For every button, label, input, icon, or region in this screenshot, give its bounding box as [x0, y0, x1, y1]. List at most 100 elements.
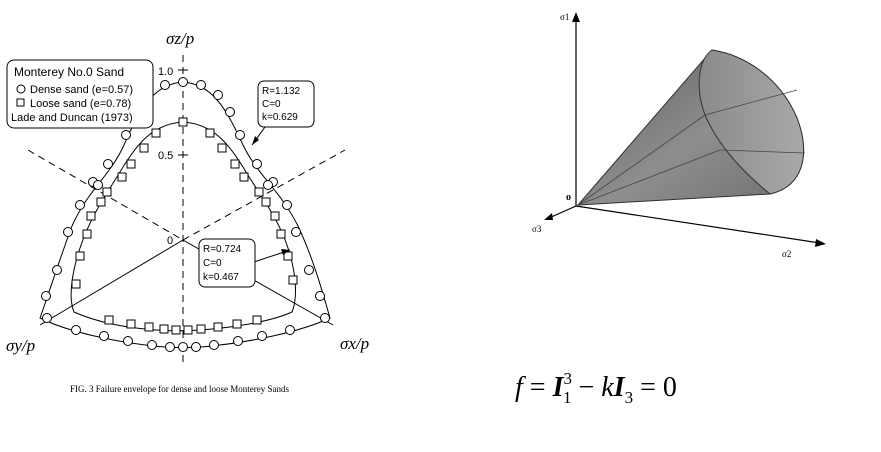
loose-point	[213, 322, 223, 332]
dense-point	[263, 180, 273, 190]
dense-annotation-c: C=0	[262, 99, 281, 110]
loose-point	[171, 325, 181, 335]
cone-cap	[698, 49, 804, 195]
loose-point	[159, 324, 169, 334]
loose-point	[270, 211, 280, 221]
loose-point	[82, 229, 92, 239]
figure-caption: FIG. 3 Failure envelope for dense and lo…	[70, 384, 289, 394]
origin-label: o	[566, 192, 571, 203]
dense-point	[42, 313, 52, 323]
loose-point	[230, 159, 240, 169]
dense-annotation-r: R=1.132	[262, 86, 301, 97]
sigma2-label: σ2	[782, 249, 791, 259]
dense-point	[304, 265, 314, 275]
axis-z-label: σz/p	[166, 29, 194, 48]
dense-point	[178, 77, 188, 87]
loose-point	[104, 315, 114, 325]
tick-label-1-0: 1.0	[158, 66, 173, 78]
loose-point	[96, 197, 106, 207]
cone-cap-line	[704, 89, 798, 116]
dense-point	[75, 200, 85, 210]
sigma1-label: σ1	[560, 12, 569, 22]
loose-point	[102, 187, 112, 197]
loose-point	[144, 322, 154, 332]
loose-point	[283, 251, 293, 261]
cone-generator-line	[577, 114, 706, 206]
dense-point	[52, 265, 62, 275]
loose-point	[71, 279, 81, 289]
dense-point	[209, 340, 219, 350]
loose-point	[276, 229, 286, 239]
loose-point	[252, 315, 262, 325]
loose-annotation-box	[198, 238, 256, 288]
dense-point	[191, 342, 201, 352]
dense-point	[315, 291, 325, 301]
tick-label-0: 0	[167, 235, 173, 247]
loose-annotation-arrowhead	[281, 249, 290, 255]
legend-dense-label: Dense sand (e=0.57)	[30, 84, 133, 96]
loose-point	[86, 211, 96, 221]
dense-point	[99, 331, 109, 341]
loose-point	[117, 172, 127, 182]
loose-point	[139, 143, 149, 153]
dense-point	[63, 227, 73, 237]
legend-loose-marker	[16, 98, 25, 107]
sigma3-axis	[548, 205, 577, 219]
eq-sub3: 3	[625, 388, 634, 407]
loose-annotation-c: C=0	[203, 258, 222, 269]
loose-annotation-k: k=0.467	[203, 272, 239, 283]
sigma3-label: σ3	[532, 224, 542, 234]
sigma3-arrowhead	[544, 213, 553, 220]
dense-point	[252, 159, 262, 169]
dense-point	[165, 342, 175, 352]
dense-point	[235, 130, 245, 140]
eq-k: k	[601, 372, 614, 403]
legend-box	[6, 59, 154, 129]
loose-point	[288, 275, 298, 285]
dense-point	[71, 325, 81, 335]
legend-dense-marker	[16, 84, 26, 94]
cone-cap-line	[719, 149, 806, 154]
axis-x-label: σx/p	[340, 334, 369, 353]
dense-point	[93, 180, 103, 190]
loose-point	[126, 319, 136, 329]
dense-point	[160, 80, 170, 90]
dense-point	[233, 336, 243, 346]
loose-point	[217, 143, 227, 153]
eq-equals: =	[523, 372, 553, 403]
loose-point	[178, 117, 188, 127]
loose-point	[151, 128, 161, 138]
diag-dashed-right	[182, 149, 346, 241]
loose-point	[239, 172, 249, 182]
eq-I3: I	[613, 372, 626, 403]
eq-minus: −	[571, 372, 601, 403]
sigma1-arrowhead	[572, 12, 580, 22]
dense-annotation-box	[257, 80, 315, 128]
dense-point	[320, 313, 330, 323]
eq-I1: I	[552, 372, 565, 403]
failure-envelope-figure: σz/p σy/p σx/p 1.0 0.5 0 Monterey No.0 S…	[6, 29, 369, 394]
loose-annotation-r: R=0.724	[203, 244, 242, 255]
legend-source: Lade and Duncan (1973)	[11, 112, 133, 124]
dense-point	[121, 130, 131, 140]
loose-point	[232, 319, 242, 329]
dense-point	[41, 291, 51, 301]
loose-point	[75, 251, 85, 261]
legend-loose-label: Loose sand (e=0.78)	[30, 98, 131, 110]
dense-point	[213, 90, 223, 100]
dense-annotation-arrowhead	[252, 136, 259, 145]
dense-point	[123, 336, 133, 346]
dense-point	[225, 107, 235, 117]
sigma2-arrowhead	[815, 239, 826, 247]
eq-sub1: 1	[563, 388, 572, 407]
dense-point	[103, 159, 113, 169]
loose-point	[126, 159, 136, 169]
axis-y-label: σy/p	[6, 336, 35, 355]
y-axis-solid	[39, 239, 184, 326]
loose-point	[205, 128, 215, 138]
dense-point	[196, 80, 206, 90]
dense-point	[147, 340, 157, 350]
